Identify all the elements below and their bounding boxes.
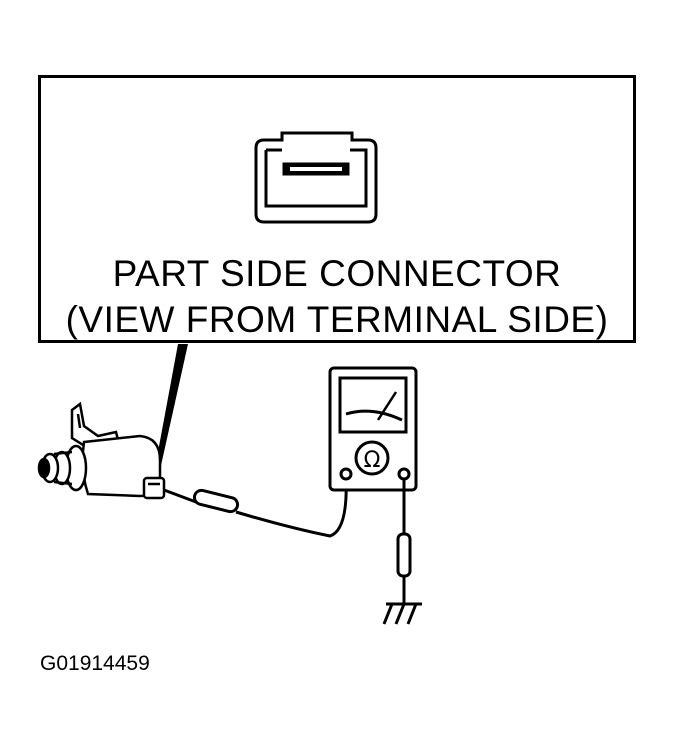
ground-symbol-icon [382, 602, 422, 625]
connector-face-icon [254, 131, 378, 224]
callout-title: PART SIDE CONNECTOR [112, 253, 562, 294]
ohmmeter-icon [328, 366, 418, 492]
ohm-symbol: Ω [364, 448, 381, 473]
leader-line [155, 344, 188, 470]
test-lead-ground [396, 479, 412, 604]
callout-box: PART SIDE CONNECTOR (VIEW FROM TERMINAL … [38, 75, 636, 343]
sensor-part-icon [37, 401, 166, 500]
test-lead-positive [163, 477, 348, 538]
figure-id: G01914459 [40, 652, 150, 675]
callout-subtitle: (VIEW FROM TERMINAL SIDE) [65, 299, 609, 340]
